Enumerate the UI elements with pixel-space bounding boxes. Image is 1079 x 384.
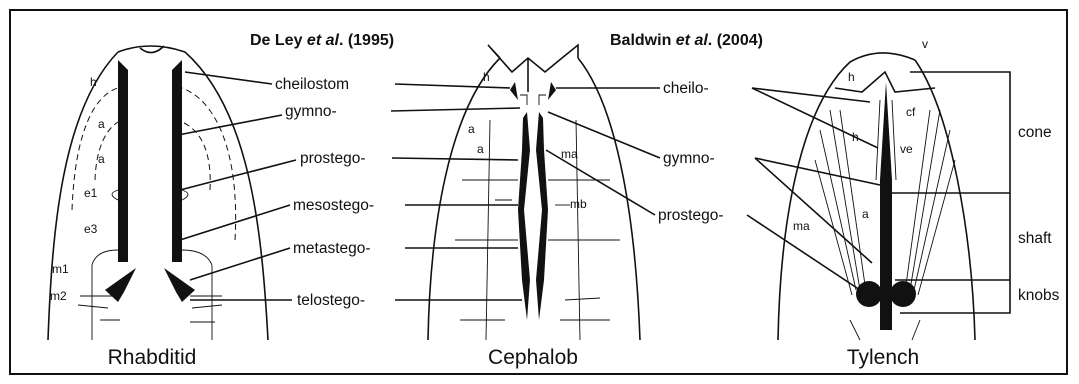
- tylench-label-h-mid: h: [852, 130, 859, 144]
- rhabditid-label-e1: e1: [84, 186, 98, 200]
- term-prostego-de-ley: prostego-: [300, 150, 365, 167]
- taxon-tylench: Tylench: [847, 346, 919, 369]
- term-telostego: telostego-: [297, 292, 365, 309]
- rhabditid-label-m2: m2: [50, 289, 67, 303]
- stylet-shaft-label: shaft: [1018, 230, 1052, 247]
- de-ley-citation: De Ley et al. (1995): [250, 32, 394, 49]
- de-ley-leader-lines: [178, 72, 522, 300]
- cephalob-label-mb: mb: [570, 197, 587, 211]
- cephalob-label-h: h: [483, 70, 490, 84]
- taxon-rhabditid: Rhabditid: [108, 346, 197, 369]
- rhabditid-label-a1: a: [98, 117, 105, 131]
- rhabditid-label-m1: m1: [52, 262, 69, 276]
- term-mesostego: mesostego-: [293, 197, 374, 214]
- baldwin-leader-lines: [546, 88, 880, 290]
- rhabditid-head-drawing: [48, 46, 268, 340]
- term-cheilo: cheilo-: [663, 80, 709, 97]
- tylench-label-cf: cf: [906, 105, 916, 119]
- frame-border: [10, 10, 1067, 374]
- term-gymno-de-ley: gymno-: [285, 103, 337, 120]
- term-metastego: metastego-: [293, 240, 371, 257]
- rhabditid-label-e3: e3: [84, 222, 98, 236]
- cephalob-label-ma: ma: [561, 147, 578, 161]
- cephalob-label-a1: a: [468, 122, 475, 136]
- tylench-label-a: a: [862, 207, 869, 221]
- rhabditid-label-h: h: [90, 75, 97, 89]
- cephalob-head-drawing: [428, 45, 640, 340]
- tylench-label-h-top: h: [848, 70, 855, 84]
- tylench-label-v: v: [922, 37, 928, 51]
- stylet-cone-label: cone: [1018, 124, 1052, 141]
- stylet-knobs-label: knobs: [1018, 287, 1060, 304]
- tylench-head-drawing: [778, 53, 975, 340]
- tylench-label-ma: ma: [793, 219, 810, 233]
- rhabditid-label-a2: a: [98, 152, 105, 166]
- term-gymno-baldwin: gymno-: [663, 150, 715, 167]
- baldwin-citation: Baldwin et al. (2004): [610, 32, 763, 49]
- taxon-cephalob: Cephalob: [488, 346, 578, 369]
- term-prostego-baldwin: prostego-: [658, 207, 723, 224]
- cephalob-label-a2: a: [477, 142, 484, 156]
- term-cheilostom: cheilostom: [275, 76, 349, 93]
- tylench-label-ve: ve: [900, 142, 913, 156]
